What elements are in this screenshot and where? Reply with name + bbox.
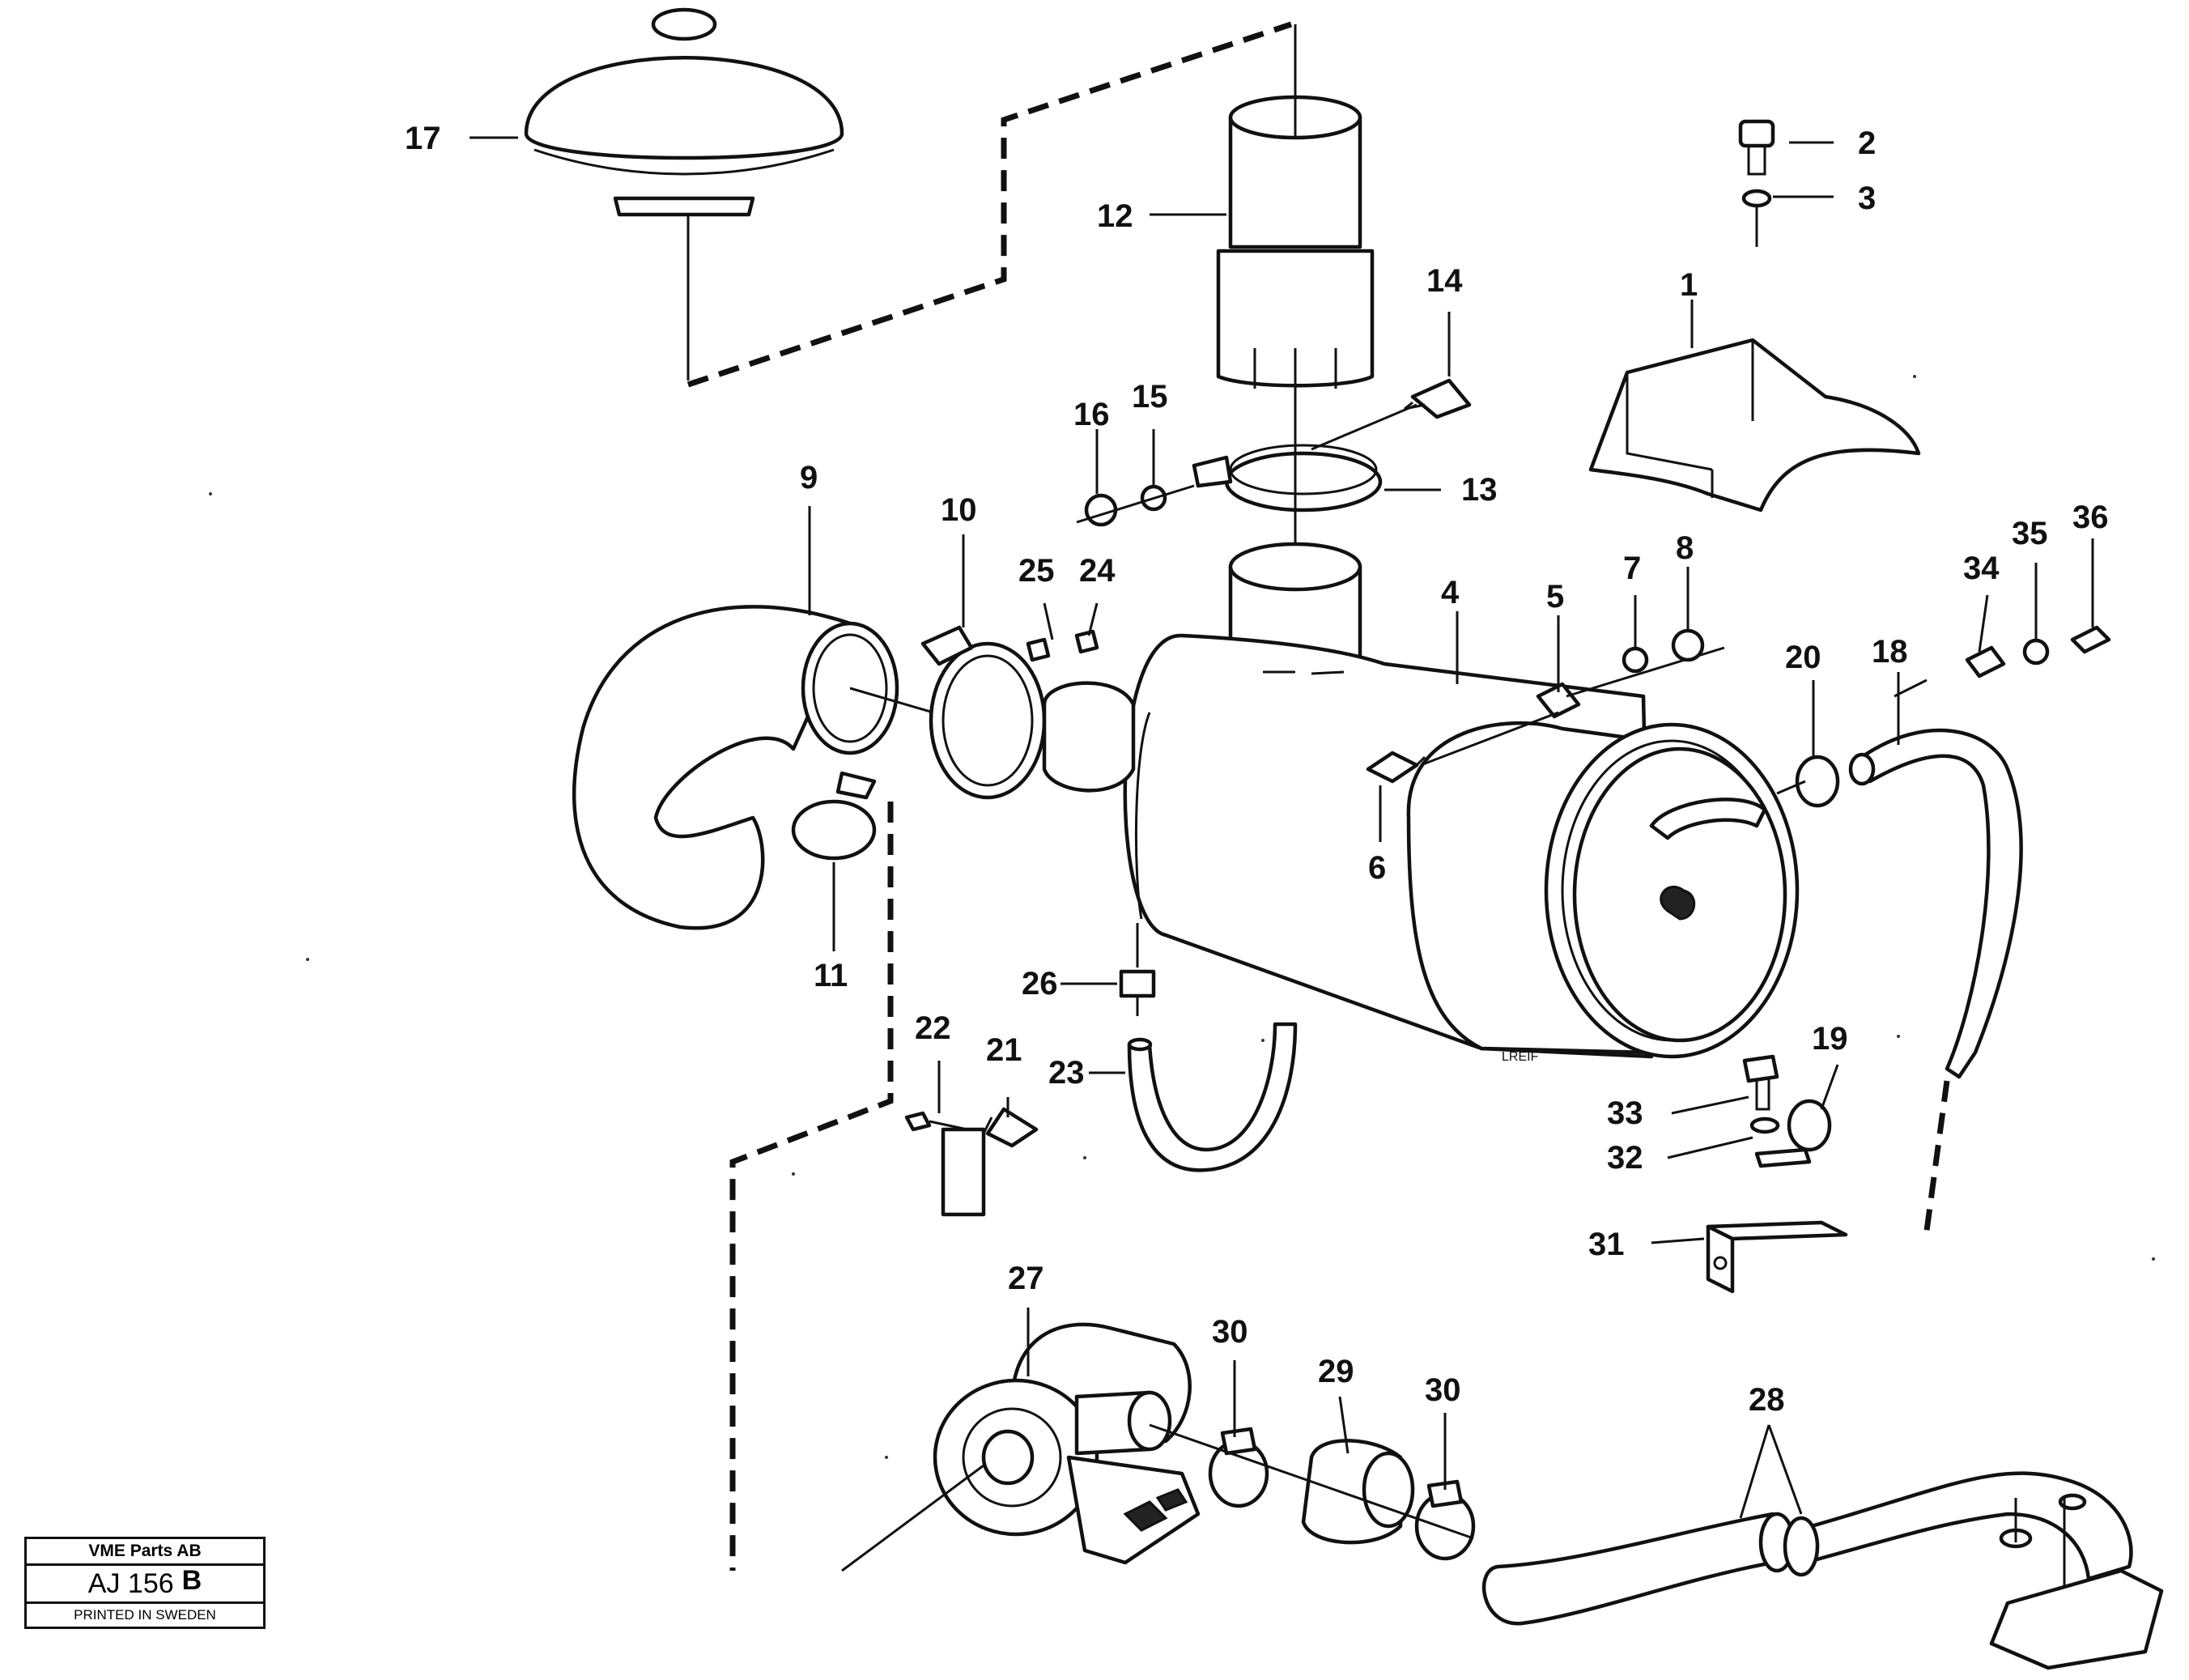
bolt-6-part [1366,751,1426,784]
callout-15: 15 [1132,379,1168,415]
callout-31: 31 [1588,1227,1625,1262]
callout-19: 19 [1812,1021,1848,1057]
callout-22: 22 [915,1010,951,1046]
hose-clamp-30a-part [1208,1427,1269,1508]
hose-29-part [1301,1439,1415,1545]
hose-clamp-10-part [920,625,1047,800]
company-name: VME Parts AB [27,1539,263,1566]
vacuum-hose-18-part [1848,728,2023,1079]
nut-washer-15-16-part [1076,484,1195,527]
callout-10: 10 [941,492,977,528]
scan-specks [209,375,2155,1459]
callout-3: 3 [1858,181,1876,216]
bracket-1-part [1588,338,1921,513]
callout-14: 14 [1426,263,1463,299]
drawing-code: AJ 156 [87,1568,174,1599]
callout-36: 36 [2072,500,2109,535]
callout-7: 7 [1623,551,1641,586]
hose-clamp-11-part [791,771,877,861]
revision-letter: B [181,1565,202,1596]
air-cleaner-body-part: LREIF [1123,542,1800,1064]
clip-19-part [1754,1099,1832,1168]
callout-25: 25 [1018,553,1055,589]
fittings-34-35-36-part [1894,625,2111,698]
drain-hose-23-part [1127,1022,1298,1172]
callout-11: 11 [814,958,848,993]
callout-35: 35 [2012,516,2048,551]
bolt-washer-2-3-part [1738,119,1775,247]
hose-clamp-30b-part [1149,1423,1476,1561]
callout-13: 13 [1461,472,1498,508]
callout-30-right: 30 [1425,1372,1461,1408]
callout-16: 16 [1073,397,1110,432]
intake-pipe-part [1216,24,1375,389]
callout-6: 6 [1368,850,1386,886]
intake-pipe-28-part [1481,1471,2164,1670]
callout-23: 23 [1048,1055,1085,1091]
callout-29: 29 [1318,1354,1354,1389]
callout-20: 20 [1785,640,1821,675]
callout-8: 8 [1676,530,1694,566]
routing-dash-clamp-to-turbo [729,802,894,1571]
callout-21: 21 [986,1032,1022,1068]
callout-34: 34 [1963,551,2000,586]
callout-26: 26 [1022,966,1058,1002]
leader-lines [470,136,2094,1519]
bolt-33-part [1742,1054,1780,1134]
callout-32: 32 [1607,1140,1643,1176]
bracket-31-part [1706,1220,1848,1294]
callout-27: 27 [1008,1261,1044,1296]
turbocharger-27-part [841,1322,1201,1572]
stamp-text: LREIF [1502,1050,1539,1064]
callout-5: 5 [1546,579,1564,615]
callout-1: 1 [1680,267,1698,303]
callout-2: 2 [1858,125,1876,161]
callout-30-left: 30 [1212,1314,1248,1350]
drain-valve-26-part [1119,923,1156,1016]
callout-9: 9 [800,460,818,495]
routing-dash-hose-continuation [1923,1080,1950,1231]
screw-22-part [904,1111,968,1132]
hose-clamp-20-part [1776,755,1840,808]
rain-cap-part [524,7,844,381]
inlet-hose-9-part [572,605,1045,930]
callout-18: 18 [1872,634,1908,670]
callout-4: 4 [1441,575,1460,610]
sensor-21-part [941,1107,1039,1217]
routing-dash-cap-to-pipe [686,21,1293,388]
callout-33: 33 [1607,1095,1643,1131]
callout-12: 12 [1097,198,1133,234]
callout-17: 17 [405,121,441,156]
printed-note: PRINTED IN SWEDEN [74,1607,216,1623]
callout-24: 24 [1079,553,1116,589]
adapter-24-25-part [1026,629,1136,793]
callout-labels: 17 12 2 3 14 1 16 15 13 9 10 25 24 4 5 7… [405,121,2109,1418]
screw-14-part [1311,378,1472,451]
callout-28: 28 [1749,1382,1785,1418]
